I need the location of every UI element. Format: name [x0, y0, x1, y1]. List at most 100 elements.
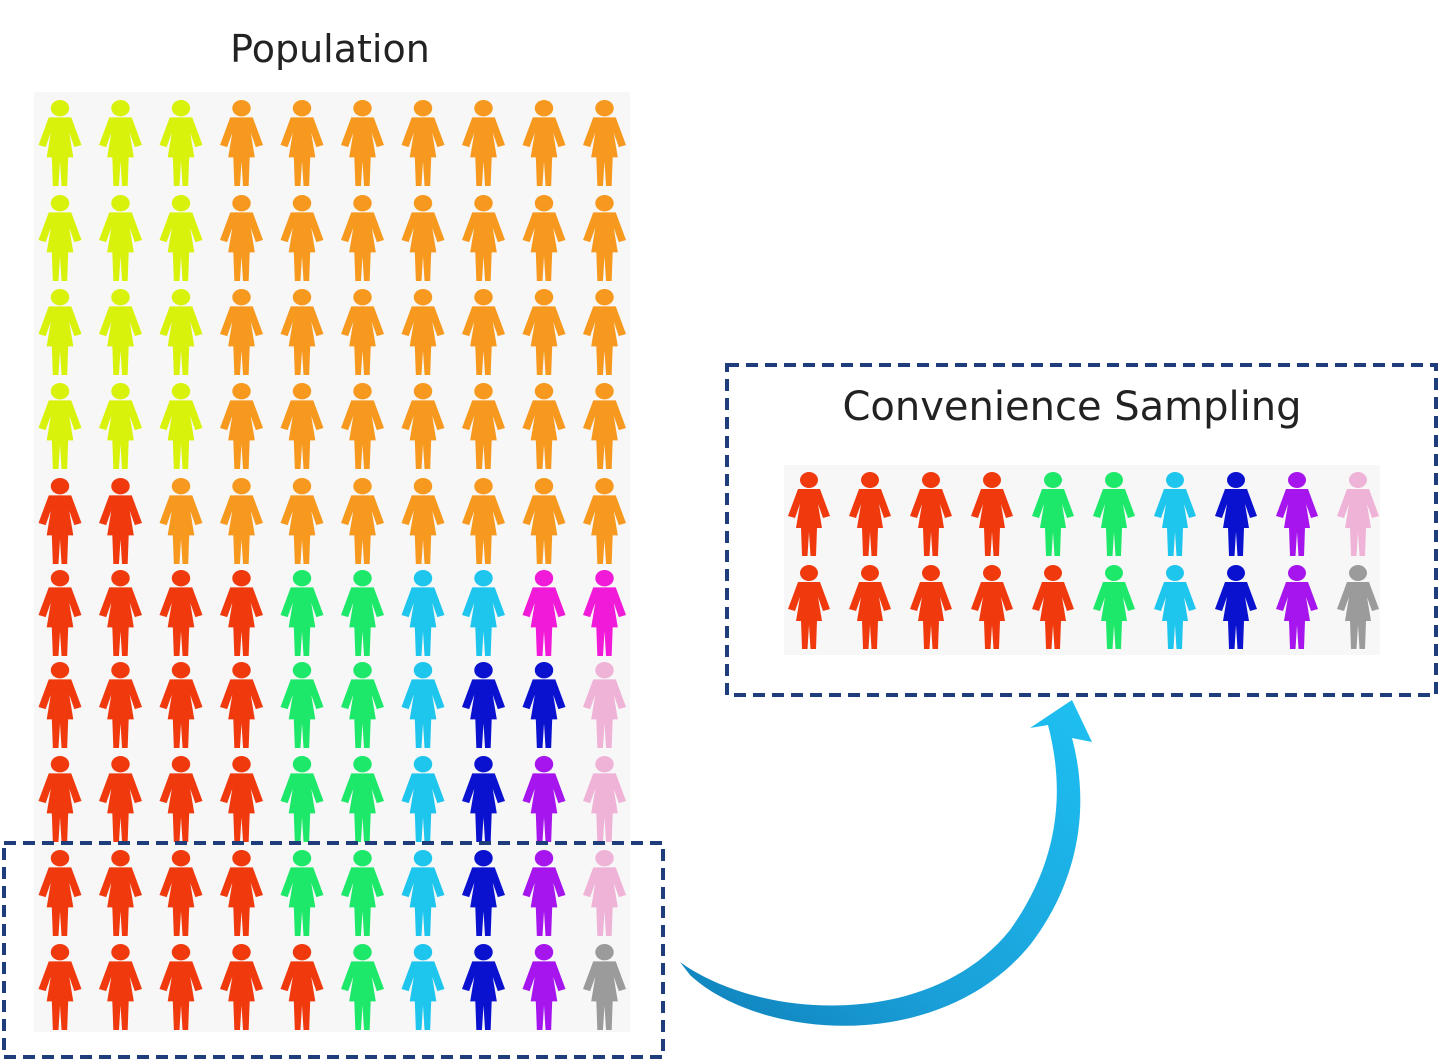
population-person-r9-c3 — [159, 850, 203, 936]
population-person-r10-c6 — [341, 944, 384, 1030]
population-person-r5-c4 — [220, 478, 263, 564]
population-person-r2-c1 — [38, 195, 82, 281]
population-person-r1-c9 — [522, 100, 566, 186]
population-person-r6-c9 — [522, 570, 566, 656]
population-person-r4-c10 — [583, 383, 626, 469]
population-person-r7-c9 — [522, 662, 566, 748]
population-person-r10-c4 — [220, 944, 263, 1030]
population-person-r6-c2 — [99, 570, 142, 656]
population-person-r10-c1 — [38, 944, 82, 1030]
population-person-r8-c5 — [280, 756, 324, 842]
population-person-r1-c6 — [341, 100, 384, 186]
population-person-r10-c2 — [99, 944, 142, 1030]
population-person-r5-c3 — [159, 478, 203, 564]
population-person-r2-c7 — [401, 195, 445, 281]
population-person-r3-c6 — [341, 289, 384, 375]
population-person-r3-c2 — [99, 289, 142, 375]
population-person-r7-c7 — [401, 662, 445, 748]
population-person-r9-c4 — [220, 850, 263, 936]
population-person-r1-c7 — [401, 100, 445, 186]
population-person-r5-c1 — [38, 478, 82, 564]
population-person-r10-c9 — [522, 944, 566, 1030]
selected-rows-box — [2, 841, 665, 1059]
population-title: Population — [230, 27, 430, 71]
population-person-r8-c2 — [99, 756, 142, 842]
population-person-r9-c6 — [341, 850, 384, 936]
population-person-r8-c7 — [401, 756, 445, 842]
population-person-r9-c10 — [583, 850, 626, 936]
population-person-r7-c10 — [583, 662, 626, 748]
population-grid — [38, 100, 626, 1030]
sample-person-r2-c1 — [788, 565, 830, 649]
population-person-r10-c10 — [583, 944, 626, 1030]
population-person-r4-c1 — [38, 383, 82, 469]
population-person-r1-c5 — [280, 100, 324, 186]
sample-person-r2-c7 — [1154, 565, 1196, 649]
population-person-r7-c2 — [99, 662, 142, 748]
population-person-r7-c5 — [280, 662, 324, 748]
sample-person-r1-c2 — [849, 472, 891, 556]
population-person-r3-c3 — [159, 289, 203, 375]
population-person-r1-c2 — [99, 100, 142, 186]
sample-person-r1-c6 — [1093, 472, 1135, 556]
population-person-r6-c10 — [583, 570, 626, 656]
population-person-r2-c3 — [159, 195, 203, 281]
population-person-r4-c2 — [99, 383, 142, 469]
population-person-r3-c5 — [280, 289, 324, 375]
population-person-r5-c10 — [583, 478, 626, 564]
population-person-r8-c6 — [341, 756, 384, 842]
population-person-r3-c1 — [38, 289, 82, 375]
sample-person-r1-c5 — [1032, 472, 1074, 556]
population-person-r1-c3 — [159, 100, 203, 186]
sample-person-r1-c8 — [1215, 472, 1257, 556]
sample-person-r2-c5 — [1032, 565, 1074, 649]
population-person-r8-c4 — [220, 756, 263, 842]
population-person-r4-c7 — [401, 383, 445, 469]
population-person-r3-c10 — [583, 289, 626, 375]
population-person-r2-c2 — [99, 195, 142, 281]
population-person-r4-c6 — [341, 383, 384, 469]
population-person-r6-c7 — [401, 570, 445, 656]
population-person-r2-c10 — [583, 195, 626, 281]
sample-person-r2-c3 — [910, 565, 952, 649]
population-person-r8-c9 — [522, 756, 566, 842]
population-person-r2-c5 — [280, 195, 324, 281]
population-person-r8-c10 — [583, 756, 626, 842]
population-person-r7-c3 — [159, 662, 203, 748]
sample-person-r2-c6 — [1093, 565, 1135, 649]
population-person-r3-c9 — [522, 289, 566, 375]
population-person-r9-c5 — [280, 850, 324, 936]
population-person-r4-c9 — [522, 383, 566, 469]
population-person-r1-c10 — [583, 100, 626, 186]
sample-person-r1-c1 — [788, 472, 830, 556]
population-person-r10-c5 — [280, 944, 324, 1030]
population-person-r3-c4 — [220, 289, 263, 375]
population-person-r1-c8 — [462, 100, 505, 186]
population-person-r5-c2 — [99, 478, 142, 564]
population-person-r6-c4 — [220, 570, 263, 656]
population-person-r4-c4 — [220, 383, 263, 469]
population-person-r10-c3 — [159, 944, 203, 1030]
population-person-r3-c7 — [401, 289, 445, 375]
sample-grid — [788, 472, 1379, 649]
population-person-r6-c3 — [159, 570, 203, 656]
population-person-r7-c1 — [38, 662, 82, 748]
sample-person-r1-c9 — [1276, 472, 1318, 556]
population-person-r1-c4 — [220, 100, 263, 186]
population-person-r7-c8 — [462, 662, 505, 748]
population-person-r4-c3 — [159, 383, 203, 469]
population-person-r9-c7 — [401, 850, 445, 936]
population-person-r6-c8 — [462, 570, 505, 656]
sample-title: Convenience Sampling — [842, 384, 1301, 430]
sample-person-r2-c9 — [1276, 565, 1318, 649]
population-person-r10-c8 — [462, 944, 505, 1030]
population-person-r2-c9 — [522, 195, 566, 281]
sample-person-r1-c7 — [1154, 472, 1196, 556]
sample-person-r2-c4 — [971, 565, 1013, 649]
population-person-r2-c8 — [462, 195, 505, 281]
population-person-r8-c8 — [462, 756, 505, 842]
population-person-r1-c1 — [38, 100, 82, 186]
population-person-r5-c6 — [341, 478, 384, 564]
population-person-r9-c8 — [462, 850, 505, 936]
